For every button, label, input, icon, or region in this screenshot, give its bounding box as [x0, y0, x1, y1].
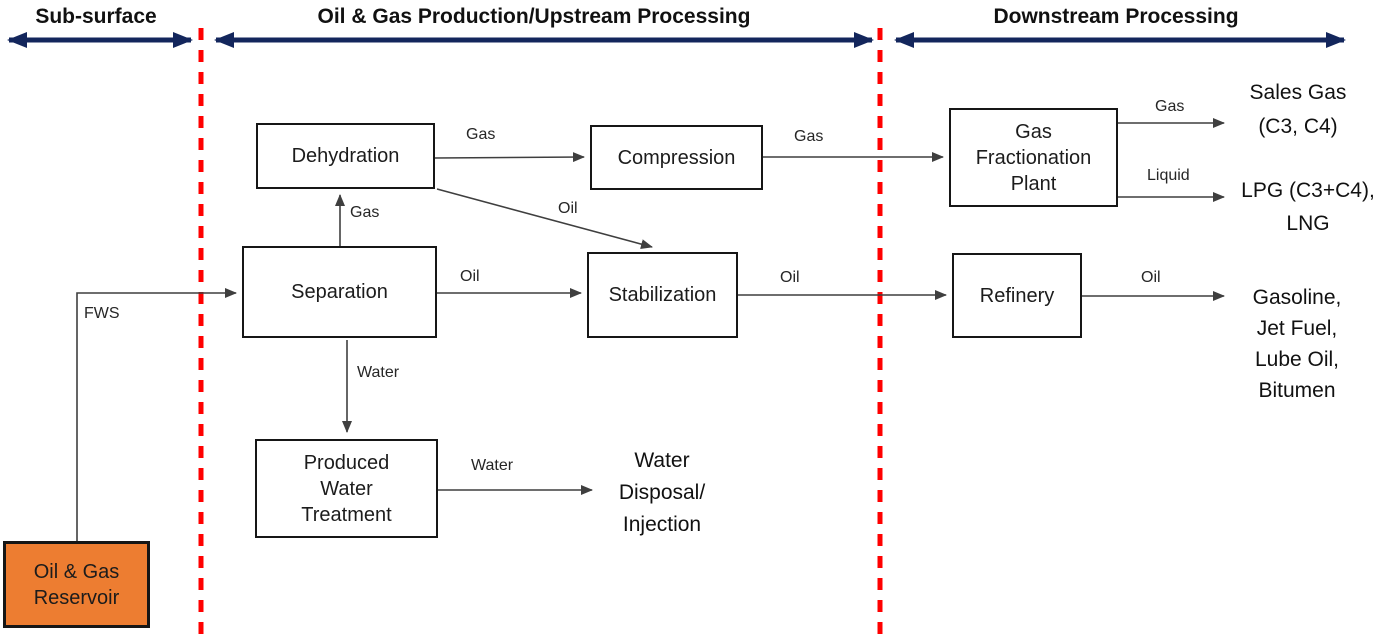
box-compression: Compression: [590, 125, 763, 190]
box-produced-water-treatment: Produced Water Treatment: [255, 439, 438, 538]
box-gas-fractionation-plant: Gas Fractionation Plant: [949, 108, 1118, 207]
box-stabilization: Stabilization: [587, 252, 738, 338]
edge-label-oil-refinery-out: Oil: [1141, 269, 1161, 286]
box-dehydration: Dehydration: [256, 123, 435, 189]
box-refinery: Refinery: [952, 253, 1082, 338]
output-lpg-lng: LPG (C3+C4), LNG: [1241, 179, 1375, 235]
edge-label-liquid-fractionation-out: Liquid: [1147, 167, 1190, 184]
output-refinery-products: Gasoline, Jet Fuel, Lube Oil, Bitumen: [1252, 286, 1342, 402]
edge-label-fws: FWS: [84, 305, 120, 322]
flow-dehydration-to-stabilization: [436, 188, 653, 249]
edge-label-oil-stabilization-refinery: Oil: [780, 269, 800, 286]
section-title-upstream: Oil & Gas Production/Upstream Processing: [317, 5, 751, 28]
edge-label-oil-separation-stabilization: Oil: [460, 268, 480, 285]
box-separation: Separation: [242, 246, 437, 338]
box-reservoir: Oil & Gas Reservoir: [3, 541, 150, 628]
edge-label-gas-fractionation-out: Gas: [1155, 98, 1185, 115]
edge-label-gas-dehydration-compression: Gas: [466, 126, 496, 143]
output-sales-gas: Sales Gas (C3, C4): [1249, 81, 1347, 138]
edge-label-gas-compression-fractionation: Gas: [794, 128, 824, 145]
edge-label-water-treatment-out: Water: [471, 457, 514, 474]
flow-dehydration-to-compression: [434, 152, 585, 163]
section-title-subsurface: Sub-surface: [35, 5, 157, 28]
edge-label-gas-separation-dehydration: Gas: [350, 204, 380, 221]
section-title-downstream: Downstream Processing: [993, 5, 1239, 28]
edge-label-oil-dehydration-stabilization: Oil: [558, 200, 578, 217]
edge-label-water-separation-treatment: Water: [357, 364, 400, 381]
output-water-disposal: Water Disposal/ Injection: [618, 449, 706, 536]
flow-reservoir-to-separation: [76, 288, 237, 541]
